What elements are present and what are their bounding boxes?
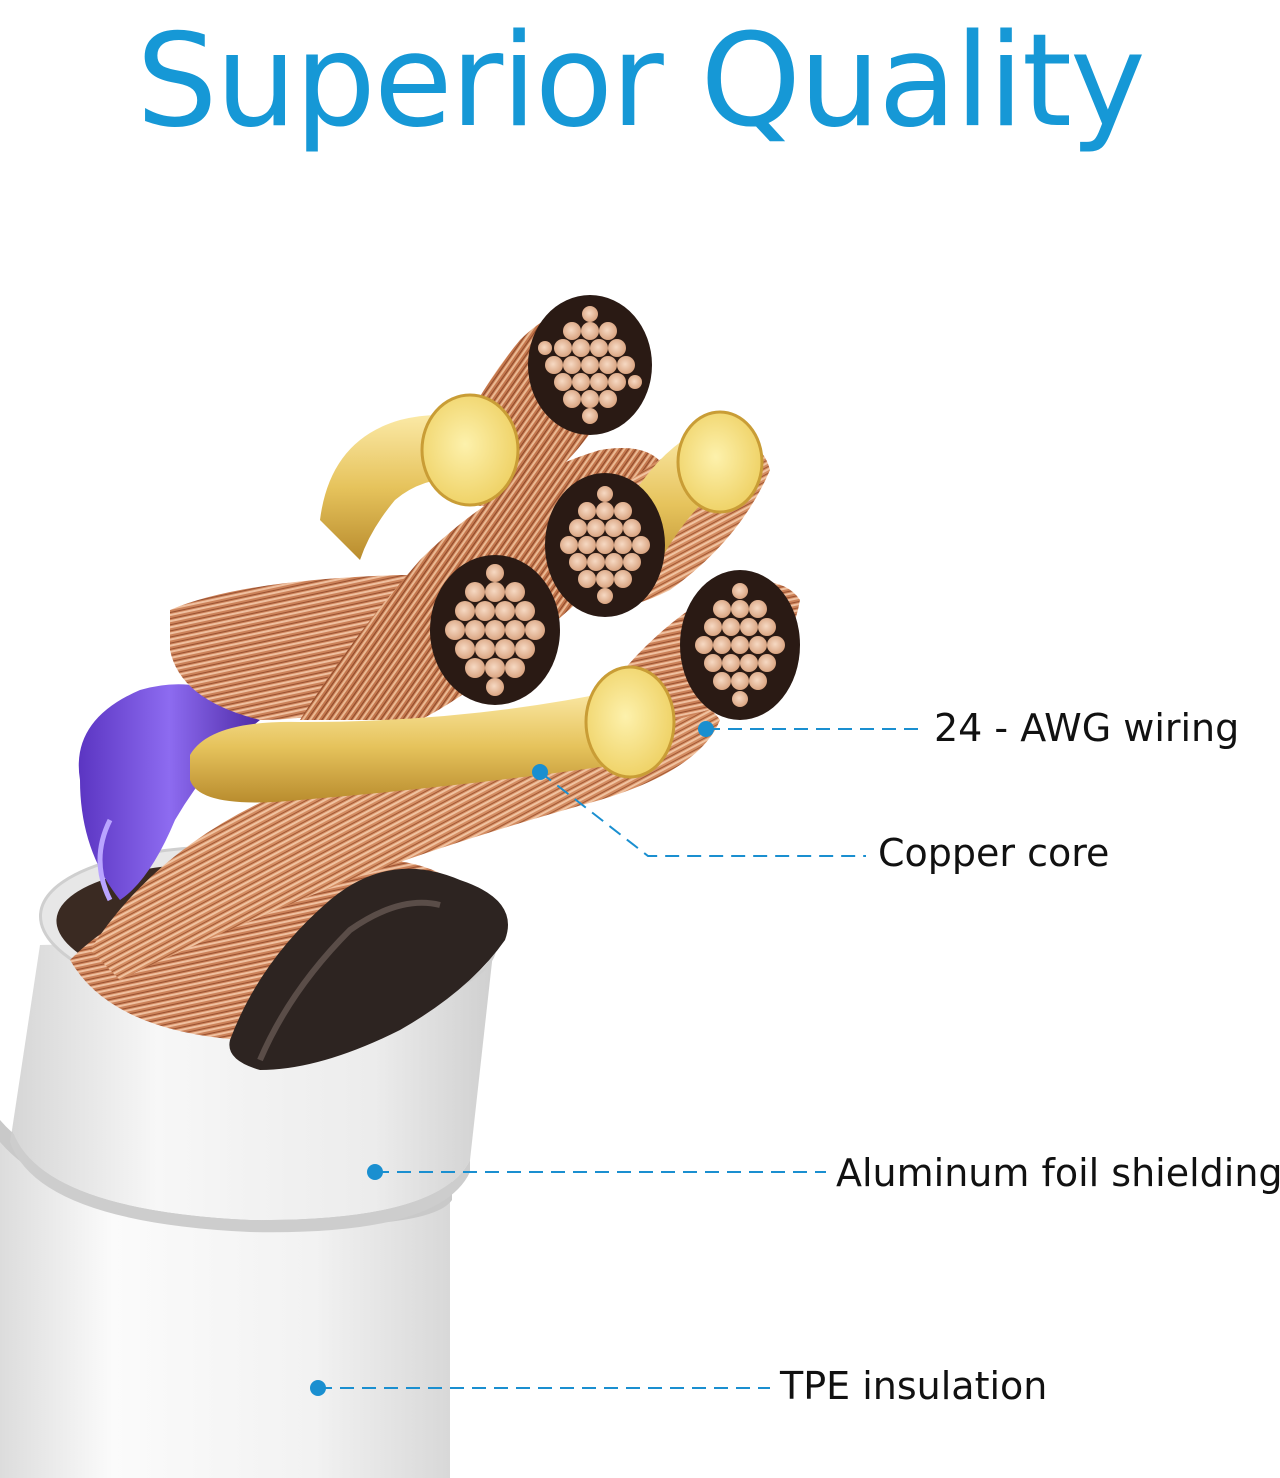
copper-core-dot <box>532 764 548 780</box>
label-tpe-insulation: TPE insulation <box>780 1364 1048 1408</box>
strand-end-face <box>545 473 665 617</box>
strand-end-face <box>528 295 652 435</box>
strand-end-face <box>680 570 800 720</box>
strand-end-faces <box>430 295 800 720</box>
insulation-dot <box>310 1380 326 1396</box>
foil-dot <box>367 1164 383 1180</box>
label-aluminum-foil-shielding: Aluminum foil shielding <box>836 1151 1280 1195</box>
label-24-awg-wiring: 24 - AWG wiring <box>934 706 1240 750</box>
leader-lines <box>318 728 918 1389</box>
leader-dots <box>310 721 714 1396</box>
label-copper-core: Copper core <box>878 831 1110 875</box>
page-title: Superior Quality <box>136 7 1146 156</box>
wiring-dot <box>698 721 714 737</box>
leader-line-copper <box>539 771 866 857</box>
strand-end-face <box>430 555 560 705</box>
